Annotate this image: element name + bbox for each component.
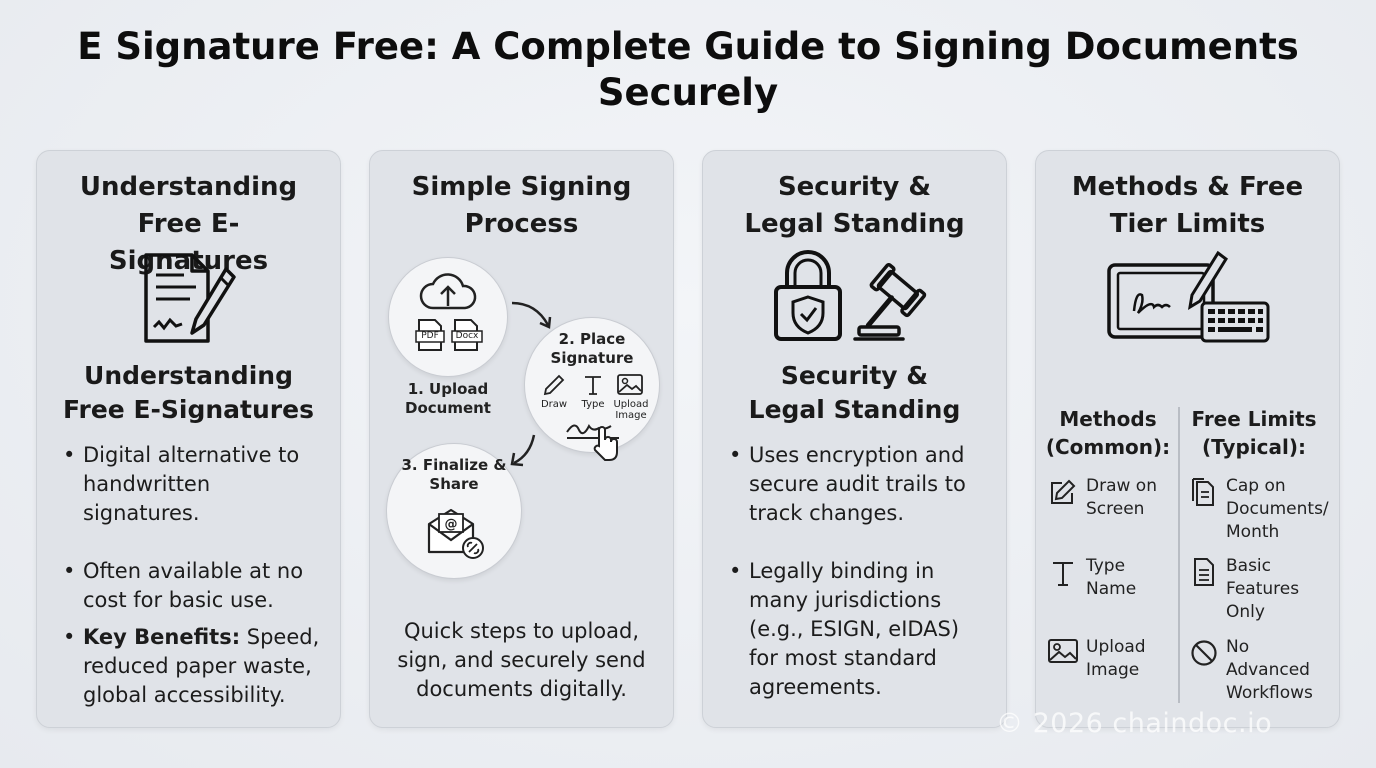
step3-label: 3. Finalize & Share (401, 456, 507, 493)
type-option-label: Type (581, 399, 605, 410)
bullet-item: Often available at no cost for basic use… (63, 557, 333, 615)
watermark: © 2026 chaindoc.io (996, 708, 1273, 739)
bullet-list: Digital alternative to handwritten signa… (63, 441, 333, 710)
panel-methods-limits: Methods & Free Tier Limits Methods (Comm… (1035, 150, 1340, 728)
type-text-icon (1053, 562, 1073, 586)
email-share-icon: @ (427, 508, 484, 559)
arrow-icon (510, 434, 536, 467)
panel-heading: Methods & Free Tier Limits (1071, 172, 1304, 239)
upload-image-icon (1048, 639, 1078, 663)
bullet-text: Uses encryption and secure audit trails … (749, 443, 966, 525)
panel-heading: Security & Legal Standing (744, 172, 965, 239)
panel-heading: Simple Signing Process (411, 172, 632, 239)
panel-subheading: Security & Legal Standing (748, 361, 961, 424)
panel-signing-process: Simple Signing Process PDF Docx 1. Uploa… (369, 150, 674, 728)
tablet-keyboard-icon (1107, 250, 1270, 343)
panel-subheading: Understanding Free E-Signatures (63, 361, 314, 424)
bullet-item: Key Benefits: Speed, reduced paper waste… (63, 623, 333, 710)
padlock-shield-icon (774, 250, 842, 341)
limit-basic: Basic Features Only (1226, 556, 1300, 622)
cloud-upload-icon (419, 273, 477, 310)
limit-no-advanced: No Advanced Workflows (1226, 637, 1313, 703)
page-title: E Signature Free: A Complete Guide to Si… (77, 25, 1299, 114)
step-finalize-circle: 3. Finalize & Share @ (386, 443, 522, 579)
method-upload: Upload Image (1086, 637, 1146, 680)
pdf-file-icon (415, 319, 445, 351)
pdf-label: PDF (421, 331, 439, 341)
step-place-signature-circle: 2. Place Signature Draw Type Upload Imag… (524, 317, 660, 461)
step2-label: 2. Place Signature (550, 330, 634, 367)
bullet-list: Uses encryption and secure audit trails … (729, 441, 994, 702)
draw-edit-icon (1051, 479, 1076, 504)
prohibited-icon (1191, 640, 1217, 666)
process-description: Quick steps to upload, sign, and securel… (397, 619, 646, 701)
gavel-icon (853, 262, 927, 341)
signature-hand-icon (566, 424, 619, 461)
bullet-text: Digital alternative to handwritten signa… (83, 443, 300, 525)
docx-label: Docx (455, 331, 479, 341)
docx-file-icon (451, 319, 483, 351)
bullet-item: Uses encryption and secure audit trails … (729, 441, 994, 528)
step1-label: 1. Upload Document (405, 380, 491, 417)
type-text-icon (585, 376, 601, 395)
bullet-text: Often available at no cost for basic use… (83, 559, 304, 612)
document-icon (1194, 558, 1214, 586)
method-draw: Draw on Screen (1086, 476, 1157, 519)
svg-text:@: @ (445, 517, 458, 532)
methods-heading: Methods (Common): (1045, 407, 1171, 459)
upload-image-icon (617, 374, 643, 395)
bullet-bold-label: Key Benefits: (83, 625, 241, 649)
panel-heading: Understanding Free E-Signatures (79, 172, 298, 276)
document-sign-icon (144, 253, 236, 343)
documents-icon (1192, 478, 1214, 506)
upload-option-label: Upload Image (613, 399, 649, 421)
bullet-item: Digital alternative to handwritten signa… (63, 441, 333, 528)
bullet-item: Legally binding in many jurisdictions (e… (729, 557, 994, 702)
draw-option-label: Draw (540, 399, 568, 410)
panel-understanding: Understanding Free E-Signatures Understa… (36, 150, 341, 728)
limits-heading: Free Limits (Typical): (1191, 407, 1317, 459)
limit-cap: Cap on Documents/ Month (1226, 476, 1329, 542)
draw-pencil-icon (543, 374, 565, 396)
arrow-icon (511, 301, 552, 329)
panel-security-legal: Security & Legal Standing Security & Leg… (702, 150, 1007, 728)
method-type: Type Name (1086, 556, 1137, 599)
step-upload-circle: PDF Docx (388, 257, 508, 377)
column-divider (1178, 407, 1180, 703)
bullet-text: Legally binding in many jurisdictions (e… (749, 559, 960, 699)
bullet-text: Speed, reduced paper waste, global acces… (83, 625, 320, 707)
